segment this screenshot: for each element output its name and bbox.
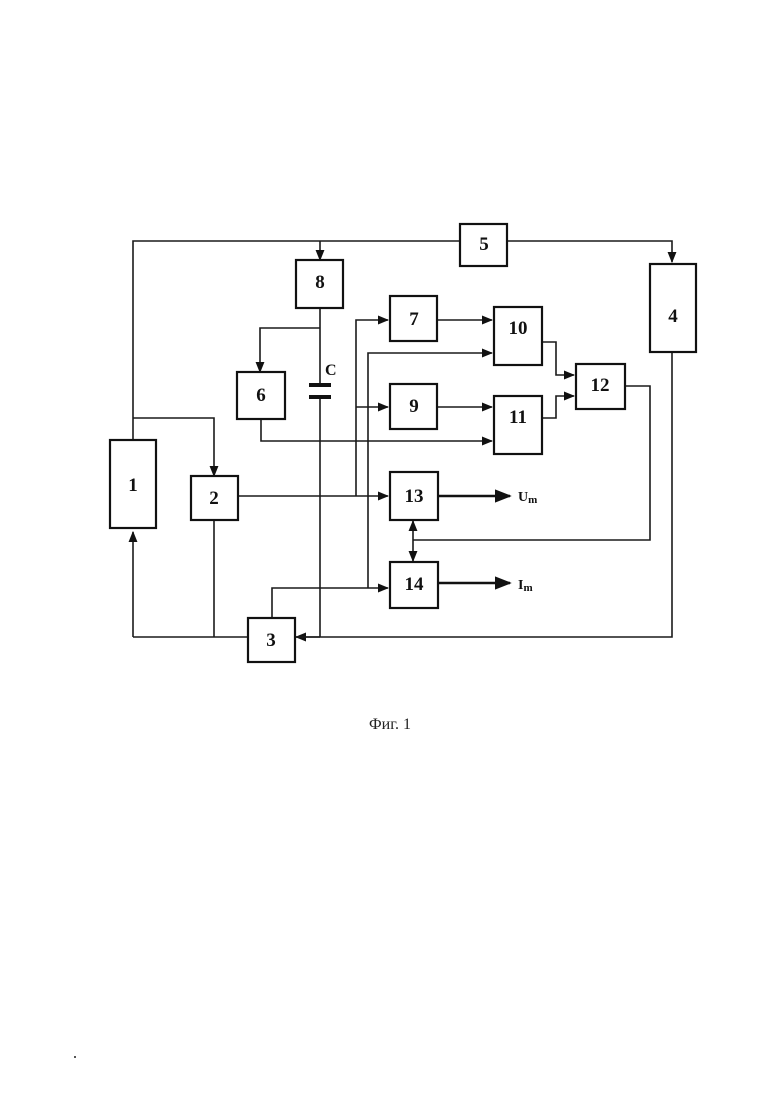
block-5: 5 <box>460 224 507 266</box>
block-10: 10 <box>494 307 542 365</box>
wire-11-to-12 <box>543 396 574 418</box>
output-i-label: Im <box>518 578 533 594</box>
wire-3-to-14 <box>272 588 388 618</box>
block-4: 4 <box>650 264 696 352</box>
block-7-label: 7 <box>409 309 419 330</box>
block-12: 12 <box>576 364 625 409</box>
wire-8-to-6 <box>260 328 320 372</box>
block-6-label: 6 <box>256 385 266 406</box>
figure-caption: Фиг. 1 <box>0 716 780 734</box>
capacitor-plate-bottom <box>309 395 331 399</box>
block-3: 3 <box>248 618 295 662</box>
capacitor-plate-top <box>309 383 331 387</box>
block-5-label: 5 <box>479 234 489 255</box>
wire-6-to-11 <box>261 419 492 441</box>
block-1: 1 <box>110 440 156 528</box>
block-9: 9 <box>390 384 437 429</box>
output-u-label: Um <box>518 490 537 506</box>
block-11: 11 <box>494 396 542 454</box>
wire-5-to-4 <box>508 241 672 262</box>
block-2-label: 2 <box>209 488 219 509</box>
block-6: 6 <box>237 372 285 419</box>
block-14-label: 14 <box>405 574 425 595</box>
wire-2-to-7 <box>356 320 388 496</box>
block-12-label: 12 <box>591 375 610 396</box>
capacitor: C <box>309 362 337 399</box>
block-13: 13 <box>390 472 438 520</box>
block-8: 8 <box>296 260 343 308</box>
block-10-label: 10 <box>509 318 528 339</box>
block-1-label: 1 <box>128 475 138 496</box>
block-2: 2 <box>191 476 238 520</box>
scan-speck <box>74 1056 76 1058</box>
block-8-label: 8 <box>315 272 325 293</box>
block-13-label: 13 <box>405 486 424 507</box>
block-3-label: 3 <box>266 630 276 651</box>
block-9-label: 9 <box>409 396 419 417</box>
block-11-label: 11 <box>509 407 527 428</box>
capacitor-label: C <box>325 362 337 379</box>
block-4-label: 4 <box>668 306 678 327</box>
block-7: 7 <box>390 296 437 341</box>
block-14: 14 <box>390 562 438 608</box>
wire-10-to-12 <box>543 342 574 375</box>
